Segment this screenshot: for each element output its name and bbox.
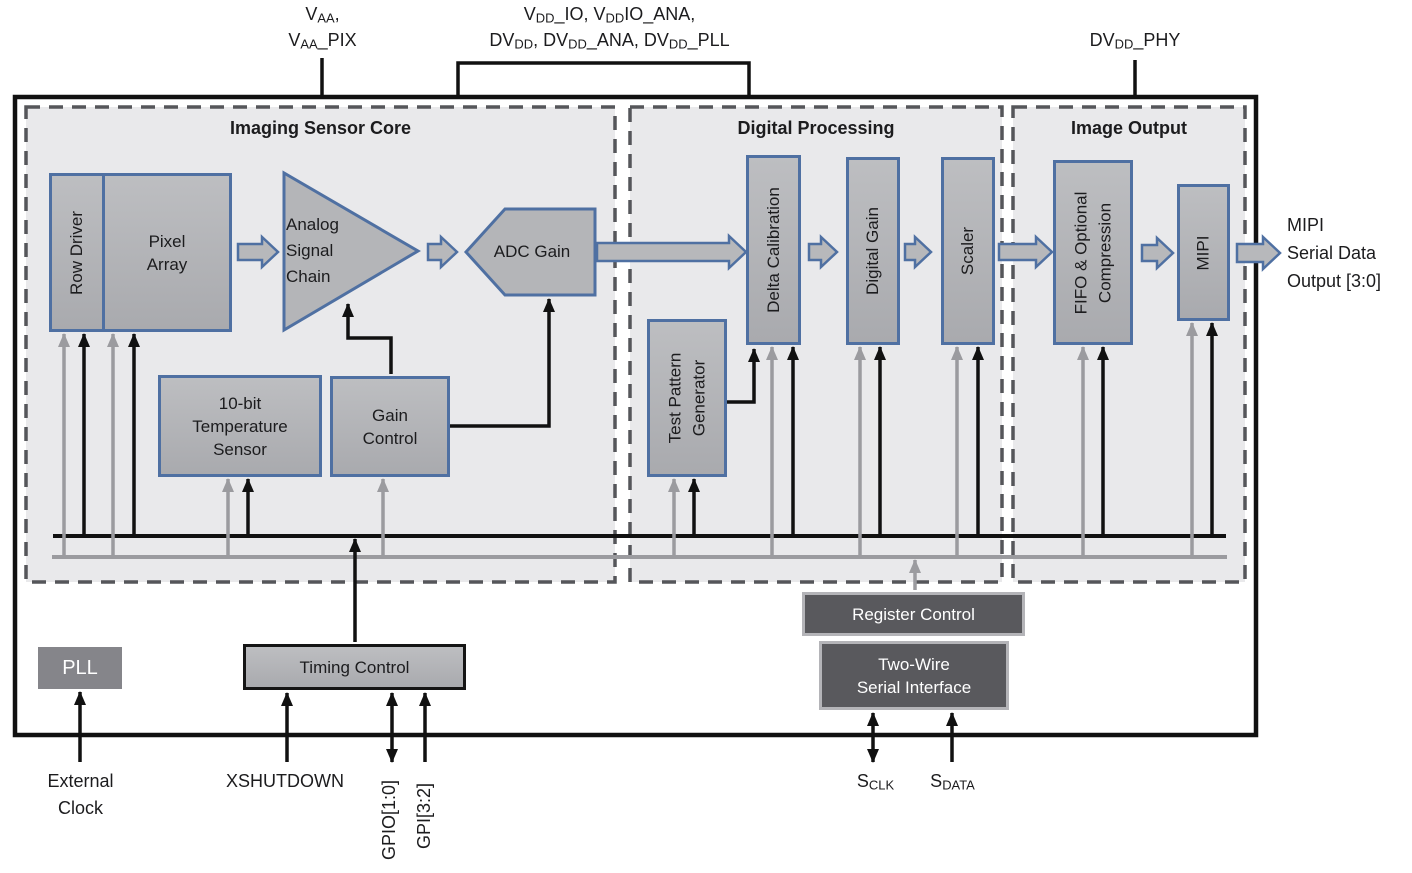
section-title-imaging-sensor-core: Imaging Sensor Core	[229, 118, 412, 138]
flow-arrow-mipi-out	[1235, 234, 1282, 272]
mipi-output-label: MIPI Serial Data Output [3:0]	[1287, 215, 1382, 291]
flow-arrow-adc-to-delta	[595, 233, 748, 271]
mipi-label: MIPI	[1193, 235, 1213, 270]
vdd-group-label: VDD_IO, VDDIO_ANA,DVDD, DVDD_ANA, DVDD_P…	[489, 4, 730, 52]
test-pattern-generator-block: Test Pattern Generator	[647, 319, 727, 477]
fifo-compression-block: FIFO & Optional Compression	[1053, 160, 1133, 345]
flow-arrow-pixel-to-asc	[236, 234, 280, 270]
gain-to-asc-line	[342, 303, 393, 374]
vaa-label: VAA,VAA_PIX	[288, 4, 357, 52]
tpg-to-delta-line	[727, 348, 760, 404]
sdata-label: SDATA	[930, 771, 975, 793]
section-title-image-output: Image Output	[1071, 118, 1187, 138]
test-pattern-generator-label: Test Pattern Generator	[665, 352, 708, 444]
adc-gain-label: ADC Gain	[493, 242, 571, 261]
pixel-array-block: Pixel Array	[102, 173, 232, 332]
fifo-compression-label: FIFO & Optional Compression	[1071, 191, 1115, 314]
dvdd-phy-label: DVDD_PHY	[1089, 30, 1181, 52]
flow-arrow-scaler-to-fifo	[997, 234, 1054, 270]
sclk-label: SCLK	[856, 771, 895, 793]
chip-outline	[12, 94, 1259, 738]
pll-block: PLL	[38, 647, 122, 689]
external-clock-label: External Clock	[47, 771, 114, 818]
register-control-block: Register Control	[802, 592, 1025, 636]
digital-gain-label: Digital Gain	[863, 207, 882, 295]
mipi-block: MIPI	[1177, 184, 1230, 321]
digital-gain-block: Digital Gain	[846, 157, 900, 345]
flow-arrow-fifo-to-mipi	[1140, 235, 1175, 271]
two-wire-serial-interface-block: Two-Wire Serial Interface	[819, 641, 1009, 710]
analog-signal-chain-label: Analog Signal Chain	[286, 215, 339, 286]
section-title-digital-processing: Digital Processing	[737, 118, 895, 138]
delta-calibration-label: Delta Calibration	[763, 187, 783, 313]
delta-calibration-block: Delta Calibration	[746, 155, 801, 345]
flow-arrow-dgain-to-scaler	[903, 234, 933, 270]
row-driver-block: Row Driver	[49, 173, 105, 332]
gpi-label: GPI[3:2]	[414, 782, 435, 850]
vdd-bracket	[456, 61, 751, 95]
adc-gain-shape	[463, 207, 597, 297]
gain-to-adc-line	[450, 298, 555, 428]
temperature-sensor-block: 10-bit Temperature Sensor	[158, 375, 322, 477]
flow-arrow-delta-to-dgain	[807, 234, 839, 270]
xshutdown-label: XSHUTDOWN	[226, 771, 344, 791]
scaler-block: Scaler	[941, 157, 995, 345]
scaler-label: Scaler	[958, 226, 977, 276]
flow-arrow-asc-to-adc	[426, 234, 459, 270]
row-driver-label: Row Driver	[67, 210, 86, 295]
gain-control-block: Gain Control	[330, 376, 450, 477]
timing-control-block: Timing Control	[243, 644, 466, 690]
analog-signal-chain-shape	[282, 170, 421, 333]
